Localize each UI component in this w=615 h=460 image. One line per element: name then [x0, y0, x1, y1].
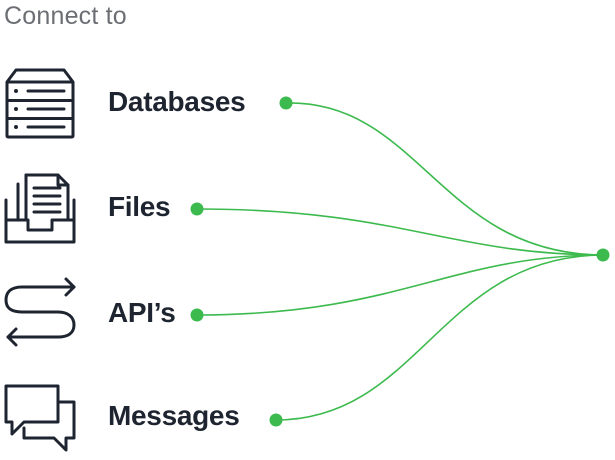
wire-apis [196, 254, 605, 316]
node-files [190, 202, 204, 216]
files-label: Files [108, 191, 171, 222]
node-apis [190, 308, 204, 322]
wire-files [196, 208, 605, 256]
chat-bubbles-icon [2, 380, 78, 456]
databases-label: Databases [108, 86, 246, 117]
messages-label: Messages [108, 400, 240, 431]
node-messages [269, 413, 283, 427]
node-target [596, 248, 610, 262]
apis-label: API’s [108, 297, 176, 328]
wire-databases [285, 102, 605, 256]
wire-messages [275, 254, 605, 421]
document-tray-icon [2, 170, 78, 246]
database-server-icon [2, 66, 78, 142]
diagram-heading: Connect to [4, 2, 127, 30]
node-databases [279, 96, 293, 110]
api-arrows-icon [2, 273, 78, 349]
